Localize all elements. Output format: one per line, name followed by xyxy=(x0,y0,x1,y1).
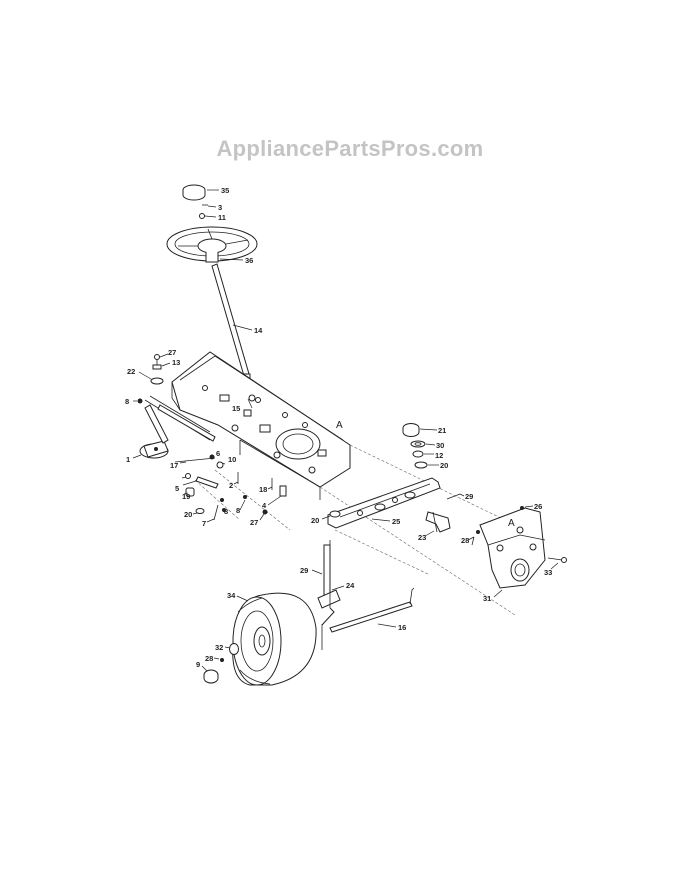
hub-cap xyxy=(203,669,219,684)
label-11: 11 xyxy=(218,213,226,222)
label-3: 3 xyxy=(218,203,222,212)
label-36: 36 xyxy=(245,256,253,265)
label-7: 7 xyxy=(202,519,206,528)
label-13: 13 xyxy=(172,358,180,367)
label-35: 35 xyxy=(221,186,229,195)
label-21: 21 xyxy=(438,426,446,435)
label-6: 6 xyxy=(216,449,220,458)
label-10: 10 xyxy=(228,455,236,464)
label-9: 9 xyxy=(196,660,200,669)
label-14: 14 xyxy=(254,326,263,335)
steering-wheel-cap xyxy=(182,184,206,201)
callout-a-bracket: A xyxy=(508,518,515,529)
label-23: 23 xyxy=(418,533,426,542)
label-24: 24 xyxy=(346,581,355,590)
label-8c: 8 xyxy=(224,507,228,516)
label-12: 12 xyxy=(435,451,443,460)
label-28b: 28 xyxy=(205,654,213,663)
label-8a: 8 xyxy=(125,397,129,406)
steering-gear-bracket xyxy=(139,404,169,459)
label-16: 16 xyxy=(398,623,406,632)
label-8b: 8 xyxy=(236,506,240,515)
label-20a: 20 xyxy=(184,510,192,519)
label-33: 33 xyxy=(544,568,552,577)
label-28a: 28 xyxy=(461,536,469,545)
right-spindle xyxy=(425,511,451,533)
front-axle xyxy=(327,477,441,529)
label-18: 18 xyxy=(259,485,267,494)
label-29a: 29 xyxy=(465,492,473,501)
tie-rod xyxy=(321,587,415,650)
label-27a: 27 xyxy=(168,348,176,357)
right-spindle-cap-stack xyxy=(402,423,428,469)
label-30: 30 xyxy=(436,441,444,450)
label-1: 1 xyxy=(126,455,130,464)
label-27b: 27 xyxy=(250,518,258,527)
label-2: 2 xyxy=(229,481,233,490)
part-labels: 35 3 11 36 14 27 13 22 8 15 1 17 6 10 5 … xyxy=(125,186,552,669)
label-4: 4 xyxy=(262,501,267,510)
label-22: 22 xyxy=(127,367,135,376)
label-5: 5 xyxy=(175,484,179,493)
label-17: 17 xyxy=(170,461,178,470)
label-34: 34 xyxy=(227,591,236,600)
callout-a-frame: A xyxy=(336,420,343,431)
tractor-frame xyxy=(144,351,351,500)
label-32: 32 xyxy=(215,643,223,652)
front-wheel xyxy=(232,592,317,686)
steering-wheel xyxy=(166,226,258,263)
label-20c: 20 xyxy=(311,516,319,525)
front-axle-bracket xyxy=(479,507,546,589)
label-15: 15 xyxy=(232,404,240,413)
watermark-text: AppliancePartsPros.com xyxy=(216,136,484,161)
left-spindle xyxy=(317,540,341,626)
label-19: 19 xyxy=(182,492,190,501)
label-29b: 29 xyxy=(300,566,308,575)
label-31: 31 xyxy=(483,594,491,603)
label-20b: 20 xyxy=(440,461,448,470)
label-26: 26 xyxy=(534,502,542,511)
label-25: 25 xyxy=(392,517,400,526)
